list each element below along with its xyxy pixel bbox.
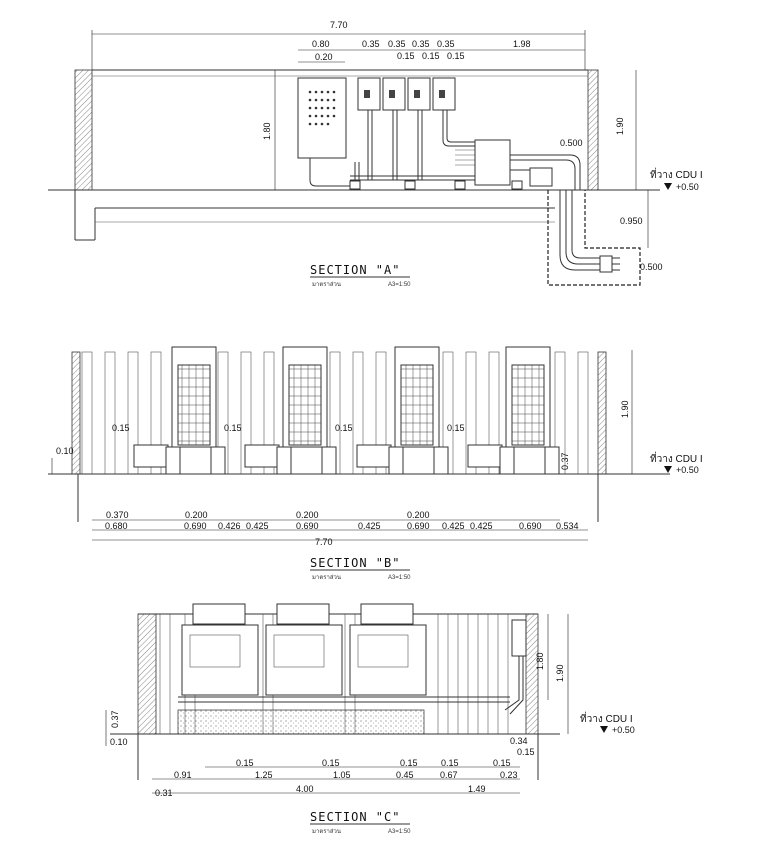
c-level-label: ที่วาง CDU I — [580, 711, 633, 725]
c-row2-3: 1.05 — [333, 770, 351, 780]
section-a: 7.70 0.80 0.20 0.35 0.35 0.35 0.35 0.15 … — [48, 20, 703, 288]
a-right-wall — [587, 69, 599, 191]
a-dim-gap-3: 0.35 — [412, 39, 430, 49]
a-junction-box — [474, 139, 511, 186]
a-section-title: SECTION "A" — [310, 263, 400, 277]
b-cdu-1 — [133, 346, 226, 475]
b-dim-height: 1.90 — [620, 400, 630, 418]
b-cdu-2 — [244, 346, 337, 475]
c-scale-value: A3=1:50 — [388, 829, 411, 835]
c-row1-1: 0.15 — [236, 758, 254, 768]
b-dim-offset-2: 0.15 — [224, 423, 242, 433]
a-left-wall — [74, 69, 93, 191]
b-row2-5: 0.690 — [296, 521, 319, 531]
a-dim-pipe-end: 0.500 — [640, 262, 663, 272]
b-dim-base: 0.10 — [56, 446, 74, 456]
a-level-label: ที่วาง CDU I — [650, 167, 703, 181]
b-row2-10: 0.690 — [519, 521, 542, 531]
b-cdu-3 — [356, 346, 449, 475]
c-row3-3: 1.49 — [468, 784, 486, 794]
c-row2-6: 0.23 — [500, 770, 518, 780]
c-level-marker-icon — [600, 726, 608, 733]
c-concrete-pad — [177, 709, 425, 735]
b-row2-8: 0.425 — [442, 521, 465, 531]
c-row3-2: 4.00 — [296, 784, 314, 794]
a-dim-gap-2: 0.35 — [388, 39, 406, 49]
c-right-small-2: 0.15 — [517, 747, 535, 757]
c-row2-4: 0.45 — [396, 770, 414, 780]
b-row2-7: 0.690 — [407, 521, 430, 531]
a-dim-panel-offset: 0.20 — [315, 52, 333, 62]
b-row2-3: 0.426 — [218, 521, 241, 531]
a-level-value: +0.50 — [676, 182, 699, 192]
c-row1-3: 0.15 — [400, 758, 418, 768]
c-dim-base: 0.10 — [110, 737, 128, 747]
a-dim-panel-w: 0.80 — [312, 39, 330, 49]
c-dim-pad: 0.37 — [110, 710, 120, 728]
a-dim-sub-1: 0.15 — [397, 51, 415, 61]
b-row1-4: 0.200 — [407, 510, 430, 520]
a-scale-value: A3=1:50 — [388, 282, 411, 288]
b-row1-3: 0.200 — [296, 510, 319, 520]
a-dim-sub-2: 0.15 — [422, 51, 440, 61]
c-row3-1: 0.31 — [155, 788, 173, 798]
a-dim-height-right: 1.90 — [615, 117, 625, 135]
c-scale-label: มาตราส่วน — [312, 828, 341, 835]
b-row1-2: 0.200 — [185, 510, 208, 520]
b-section-title: SECTION "B" — [310, 556, 400, 570]
section-c: 0.37 0.10 1.90 1.80 0.15 0.15 0.15 0.15 … — [105, 603, 635, 835]
a-scale-label: มาตราส่วน — [312, 281, 341, 288]
c-row1-2: 0.15 — [322, 758, 340, 768]
b-level-value: +0.50 — [676, 465, 699, 475]
c-cdu-2 — [265, 624, 343, 696]
a-dim-right-span: 1.98 — [513, 39, 531, 49]
b-row2-2: 0.690 — [184, 521, 207, 531]
c-dim-h1: 1.80 — [535, 652, 545, 670]
a-dim-overall: 7.70 — [330, 20, 348, 30]
b-row2-11: 0.534 — [556, 521, 579, 531]
c-row1-4: 0.15 — [441, 758, 459, 768]
a-dim-pipe-drop: 0.950 — [620, 216, 643, 226]
b-scale-label: มาตราส่วน — [312, 574, 341, 581]
a-dim-sub-3: 0.15 — [447, 51, 465, 61]
a-panel-indicators — [308, 90, 336, 126]
b-cdu-4 — [467, 346, 560, 475]
c-cdu-3 — [349, 624, 427, 696]
b-level-marker-icon — [664, 466, 672, 473]
a-control-panel — [297, 77, 347, 159]
c-row2-1: 0.91 — [174, 770, 192, 780]
a-dim-height: 1.80 — [262, 122, 272, 140]
b-row2-4: 0.425 — [246, 521, 269, 531]
a-level-marker-icon — [664, 183, 672, 190]
c-row2-2: 1.25 — [255, 770, 273, 780]
a-dim-pipe-out: 0.500 — [560, 138, 583, 148]
b-row2-9: 0.425 — [470, 521, 493, 531]
c-section-title: SECTION "C" — [310, 810, 400, 824]
b-row2-1: 0.680 — [105, 521, 128, 531]
b-dim-overall: 7.70 — [315, 537, 333, 547]
b-dim-offset-3: 0.15 — [335, 423, 353, 433]
section-b: 0.10 0.15 0.15 0.15 0.15 1.90 0.37 0.370… — [48, 346, 703, 581]
b-dim-offset-4: 0.15 — [447, 423, 465, 433]
c-row2-5: 0.67 — [440, 770, 458, 780]
a-pipe-enclosure — [547, 190, 641, 286]
b-level-label: ที่วาง CDU I — [650, 451, 703, 465]
c-control-box — [511, 619, 527, 657]
c-row1-5: 0.15 — [493, 758, 511, 768]
c-level-value: +0.50 — [612, 725, 635, 735]
a-dim-gap-1: 0.35 — [362, 39, 380, 49]
c-right-small-1: 0.34 — [510, 736, 528, 746]
b-row1-1: 0.370 — [106, 510, 129, 520]
b-scale-value: A3=1:50 — [388, 575, 411, 581]
c-cdu-1 — [181, 624, 259, 696]
a-dim-gap-4: 0.35 — [437, 39, 455, 49]
b-row2-6: 0.425 — [358, 521, 381, 531]
b-dim-pad: 0.37 — [560, 452, 570, 470]
b-dim-offset-1: 0.15 — [112, 423, 130, 433]
c-dim-h2: 1.90 — [555, 664, 565, 682]
